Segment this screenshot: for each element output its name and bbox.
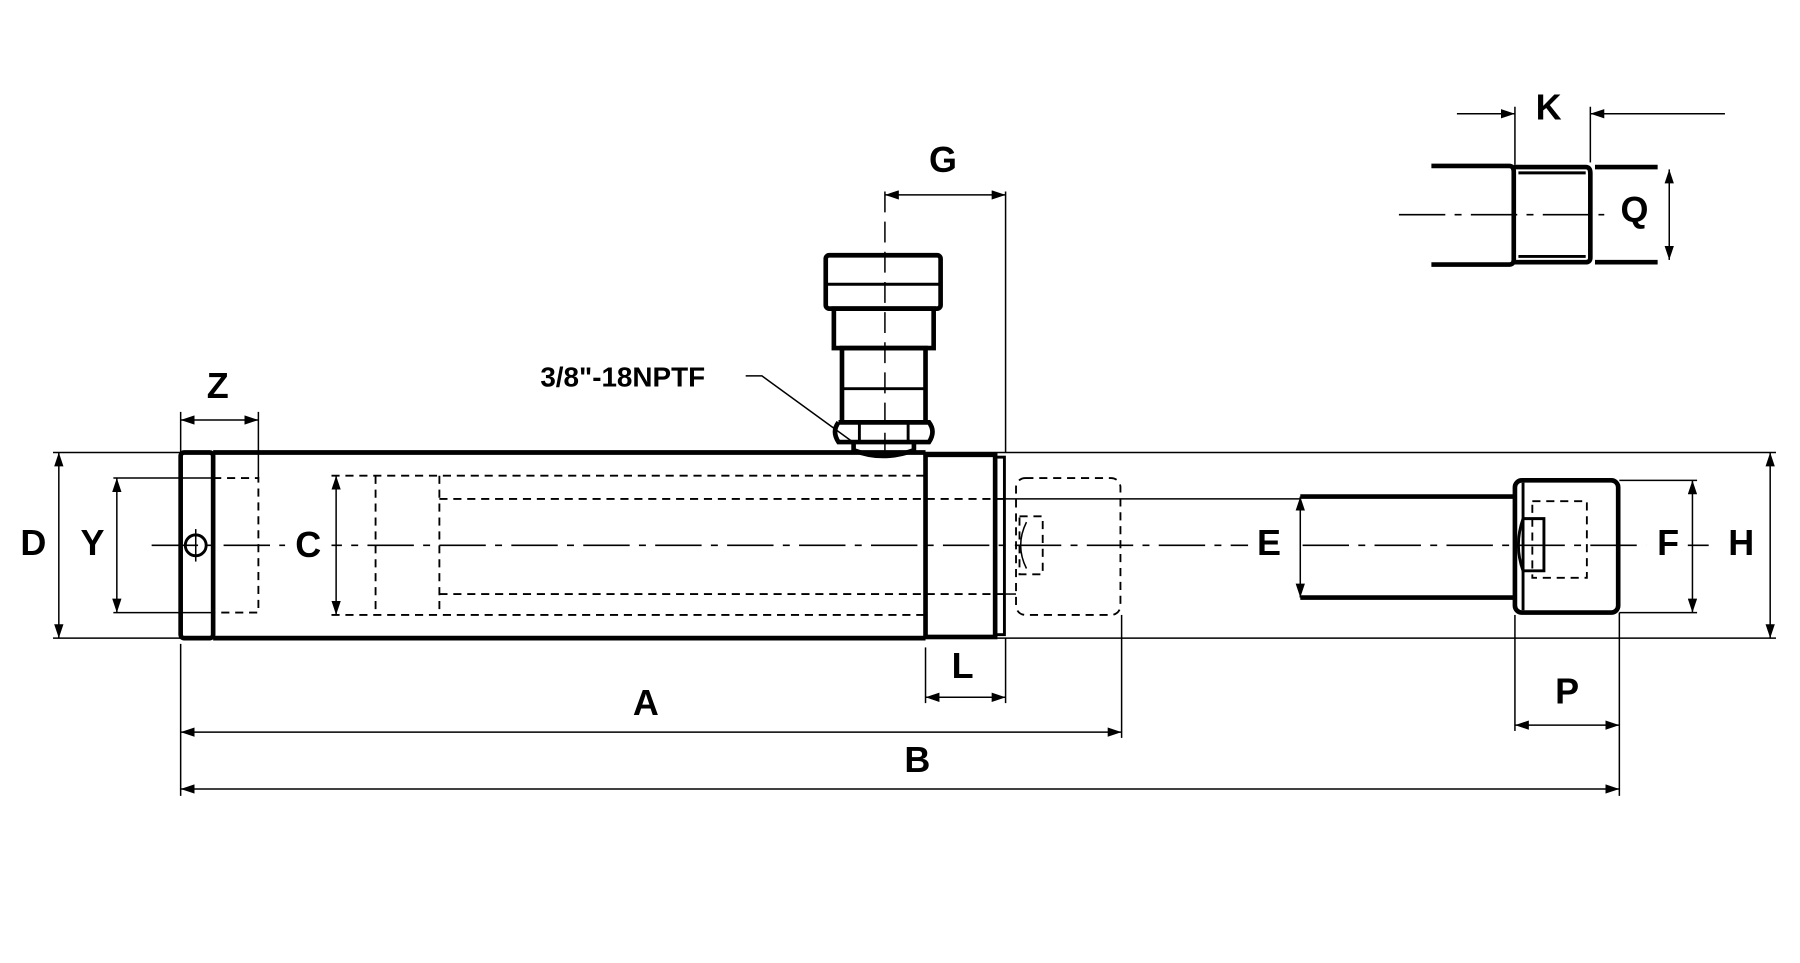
dim-label-k: K: [1536, 87, 1562, 128]
dim-label-d: D: [20, 522, 46, 563]
dim-label-h: H: [1728, 522, 1754, 563]
dim-label-q: Q: [1620, 189, 1648, 230]
coupler-fitting: [823, 191, 943, 462]
dim-label-y: Y: [80, 522, 104, 563]
dim-label-f: F: [1657, 522, 1679, 563]
dim-label-b: B: [904, 739, 930, 780]
port-thread-note: 3/8"-18NPTF: [540, 361, 705, 392]
port-leader-line: [745, 375, 852, 442]
dim-label-z: Z: [207, 365, 229, 406]
dim-label-c: C: [295, 524, 321, 565]
dim-label-l: L: [952, 645, 974, 686]
thread-detail-inset: [1398, 106, 1725, 267]
dim-label-p: P: [1555, 670, 1579, 711]
dim-label-e: E: [1257, 522, 1281, 563]
plunger-rod: [1300, 478, 1621, 615]
dim-label-g: G: [929, 139, 957, 180]
dim-label-a: A: [633, 682, 659, 723]
